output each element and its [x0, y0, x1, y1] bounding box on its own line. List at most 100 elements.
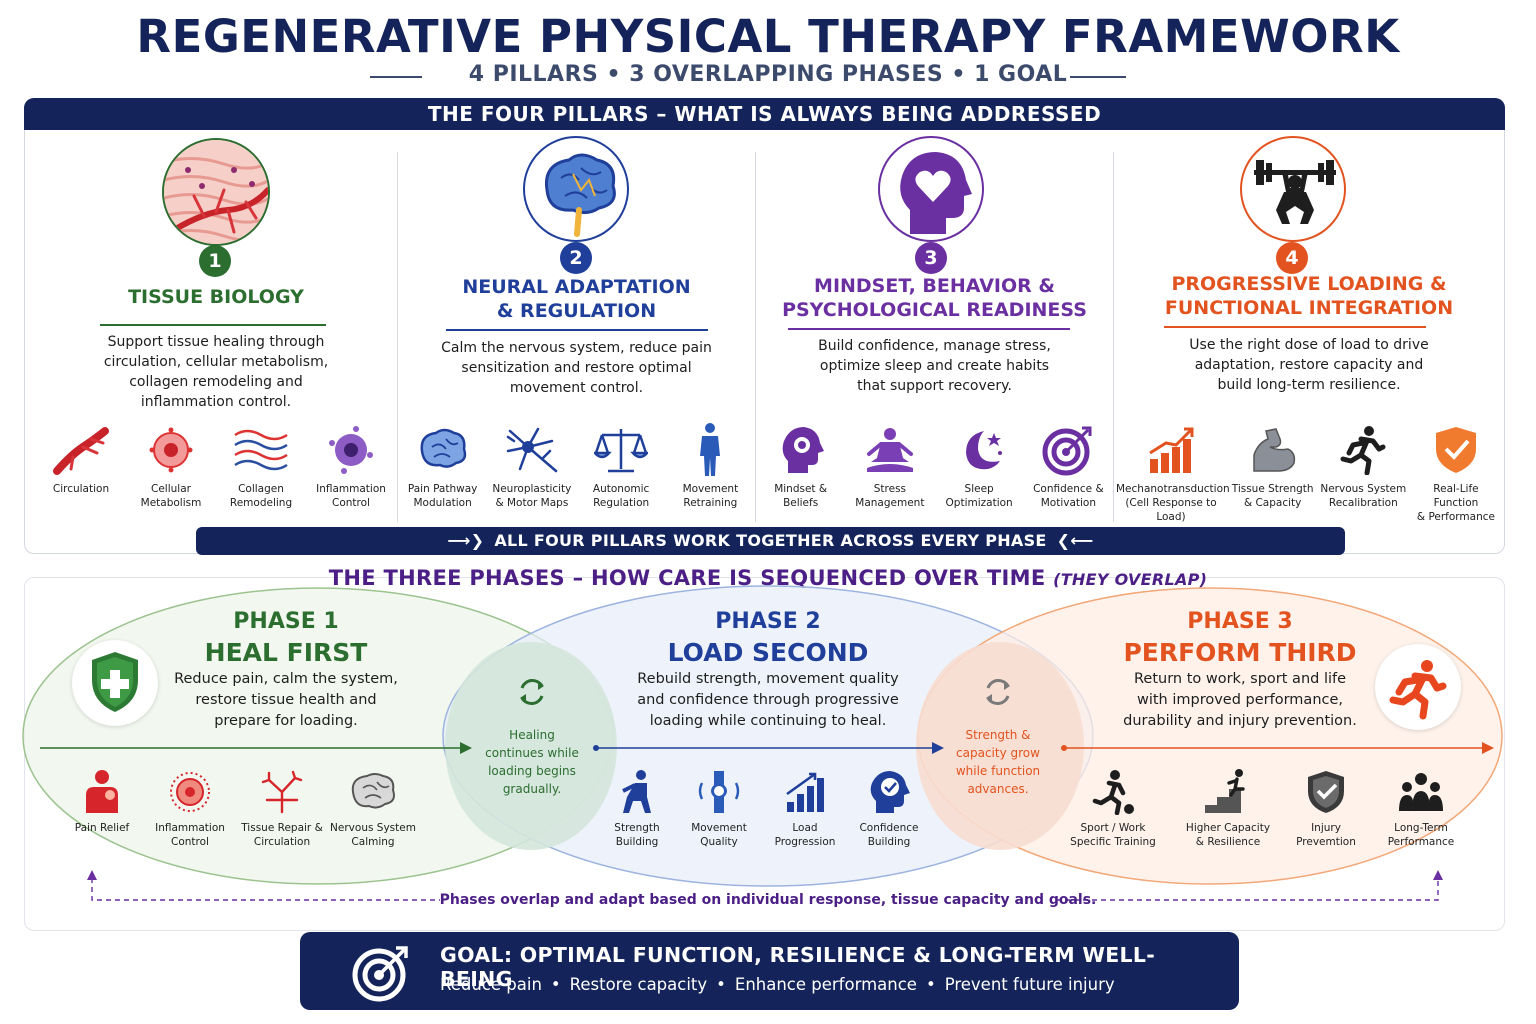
subitem-neuroplasticity: Neuroplasticity& Motor Maps [488, 424, 576, 510]
pillar-title: PROGRESSIVE LOADING & FUNCTIONAL INTEGRA… [1164, 273, 1454, 319]
pillar-title-rule [1164, 326, 1426, 328]
soccer-player-icon [1065, 768, 1161, 816]
page-title: REGENERATIVE PHYSICAL THERAPY FRAMEWORK [136, 10, 1400, 63]
target-icon [1024, 424, 1112, 476]
overlap-2-3-ellipse [916, 642, 1084, 850]
pillar-progressive-loading: 4 PROGRESSIVE LOADING & FUNCTIONAL INTEG… [1114, 132, 1504, 528]
pillar-title: NEURAL ADAPTATION & REGULATION [462, 276, 691, 322]
goal-item: Prevent future injury [944, 975, 1115, 994]
standing-person-icon [666, 423, 754, 476]
neuron-icon [488, 424, 576, 476]
pillar-mindset-behavior: 3 MINDSET, BEHAVIOR & PSYCHOLOGICAL READ… [756, 132, 1113, 528]
shield-cross-icon [92, 652, 138, 712]
head-check-icon [841, 768, 937, 816]
knee-joint-icon [671, 768, 767, 816]
weightlifter-illustration-icon [1240, 136, 1346, 242]
phase-1-item-pain-relief: Pain Relief [54, 768, 150, 835]
immune-cell-icon [307, 424, 395, 476]
collagen-fibers-icon [217, 424, 305, 476]
overlap-1-2-text: Healing continues while loading begins g… [485, 728, 579, 796]
goal-title: GOAL: OPTIMAL FUNCTION, RESILIENCE & LON… [440, 943, 1156, 991]
cell-icon [127, 424, 215, 476]
pillar-title: TISSUE BIOLOGY [128, 286, 304, 308]
pillar-divider [755, 152, 756, 522]
brain-icon [399, 424, 487, 476]
phase-2-heading: PHASE 2 LOAD SECOND [667, 609, 869, 667]
tissue-illustration-icon [162, 138, 270, 246]
running-person-icon [1319, 424, 1407, 476]
balance-scale-icon [577, 424, 665, 476]
pillar-description: Use the right dose of load to drive adap… [1189, 337, 1429, 393]
flexed-arm-icon [1229, 424, 1317, 476]
phase-3-runner-badge [1375, 644, 1461, 730]
shield-check-icon [1278, 768, 1374, 816]
pain-body-icon [54, 768, 150, 816]
phase-1-item-tissue-repair: Tissue Repair &Circulation [234, 768, 330, 849]
pillars-together-bar: ⟶❯ALL FOUR PILLARS WORK TOGETHER ACROSS … [196, 527, 1345, 555]
goal-banner [300, 932, 1239, 1010]
pillar-description: Build confidence, manage stress, optimiz… [818, 338, 1051, 394]
subitem-mindset-beliefs: Mindset &Beliefs [757, 424, 845, 510]
subitem-circulation: Circulation [37, 424, 125, 510]
meditation-icon [846, 424, 934, 476]
squat-person-icon [589, 768, 685, 816]
cycle-arrows-icon [514, 674, 550, 710]
stairs-climber-icon [1180, 768, 1276, 816]
vessels-icon [234, 768, 330, 816]
goal-item: Reduce pain [440, 975, 542, 994]
inflammation-cell-icon [142, 768, 238, 816]
pillar-divider [397, 152, 398, 522]
pillar-neural-adaptation: 2 NEURAL ADAPTATION & REGULATION Calm th… [398, 132, 755, 528]
pillar-number-badge: 4 [1276, 242, 1308, 274]
progress-bars-icon [757, 768, 853, 816]
pillar-description: Calm the nervous system, reduce pain sen… [441, 340, 712, 396]
phases-overlap-note: Phases overlap and adapt based on indivi… [439, 892, 1097, 908]
subtitle-rule-right [1070, 76, 1126, 78]
pillar-tissue-biology: 1 TISSUE BIOLOGY Support tissue healing … [36, 132, 396, 528]
cycle-arrows-icon [980, 674, 1016, 710]
arrow-right-icon: ⟶❯ [447, 531, 485, 550]
pillar-title: MINDSET, BEHAVIOR & PSYCHOLOGICAL READIN… [782, 275, 1087, 321]
phase-1-heading: PHASE 1 HEAL FIRST [204, 609, 368, 667]
arrow-left-icon: ❮⟵ [1056, 531, 1094, 550]
brain-illustration-icon [523, 136, 629, 242]
subitem-confidence-motivation: Confidence &Motivation [1024, 424, 1112, 510]
subitem-tissue-strength: Tissue Strength& Capacity [1229, 424, 1317, 524]
phases-title: THE THREE PHASES – HOW CARE IS SEQUENCED… [328, 566, 1208, 590]
moon-stars-icon [935, 424, 1023, 476]
goal-items: Reduce pain•Restore capacity•Enhance per… [440, 975, 1115, 994]
pillar-number-badge: 1 [199, 245, 231, 277]
blood-vessel-icon [37, 424, 125, 476]
overlap-1-2-ellipse [445, 642, 617, 850]
pillar-title-rule [446, 329, 708, 331]
head-bulb-icon [757, 424, 845, 476]
goal-item: Restore capacity [569, 975, 708, 994]
pillar-subitems: Mechanotransduction(Cell Response to Loa… [1114, 424, 1504, 524]
growth-bar-chart-icon [1116, 424, 1226, 476]
phase-3-heading: PHASE 3 PERFORM THIRD [1123, 609, 1357, 667]
goal-item: Enhance performance [734, 975, 917, 994]
pillar-description: Support tissue healing through circulati… [103, 334, 329, 410]
brain-icon [325, 768, 421, 816]
pillar-title-rule [100, 324, 326, 326]
head-heart-illustration-icon [878, 136, 984, 242]
overlap-2-3-text: Strength & capacity grow while function … [955, 728, 1041, 796]
